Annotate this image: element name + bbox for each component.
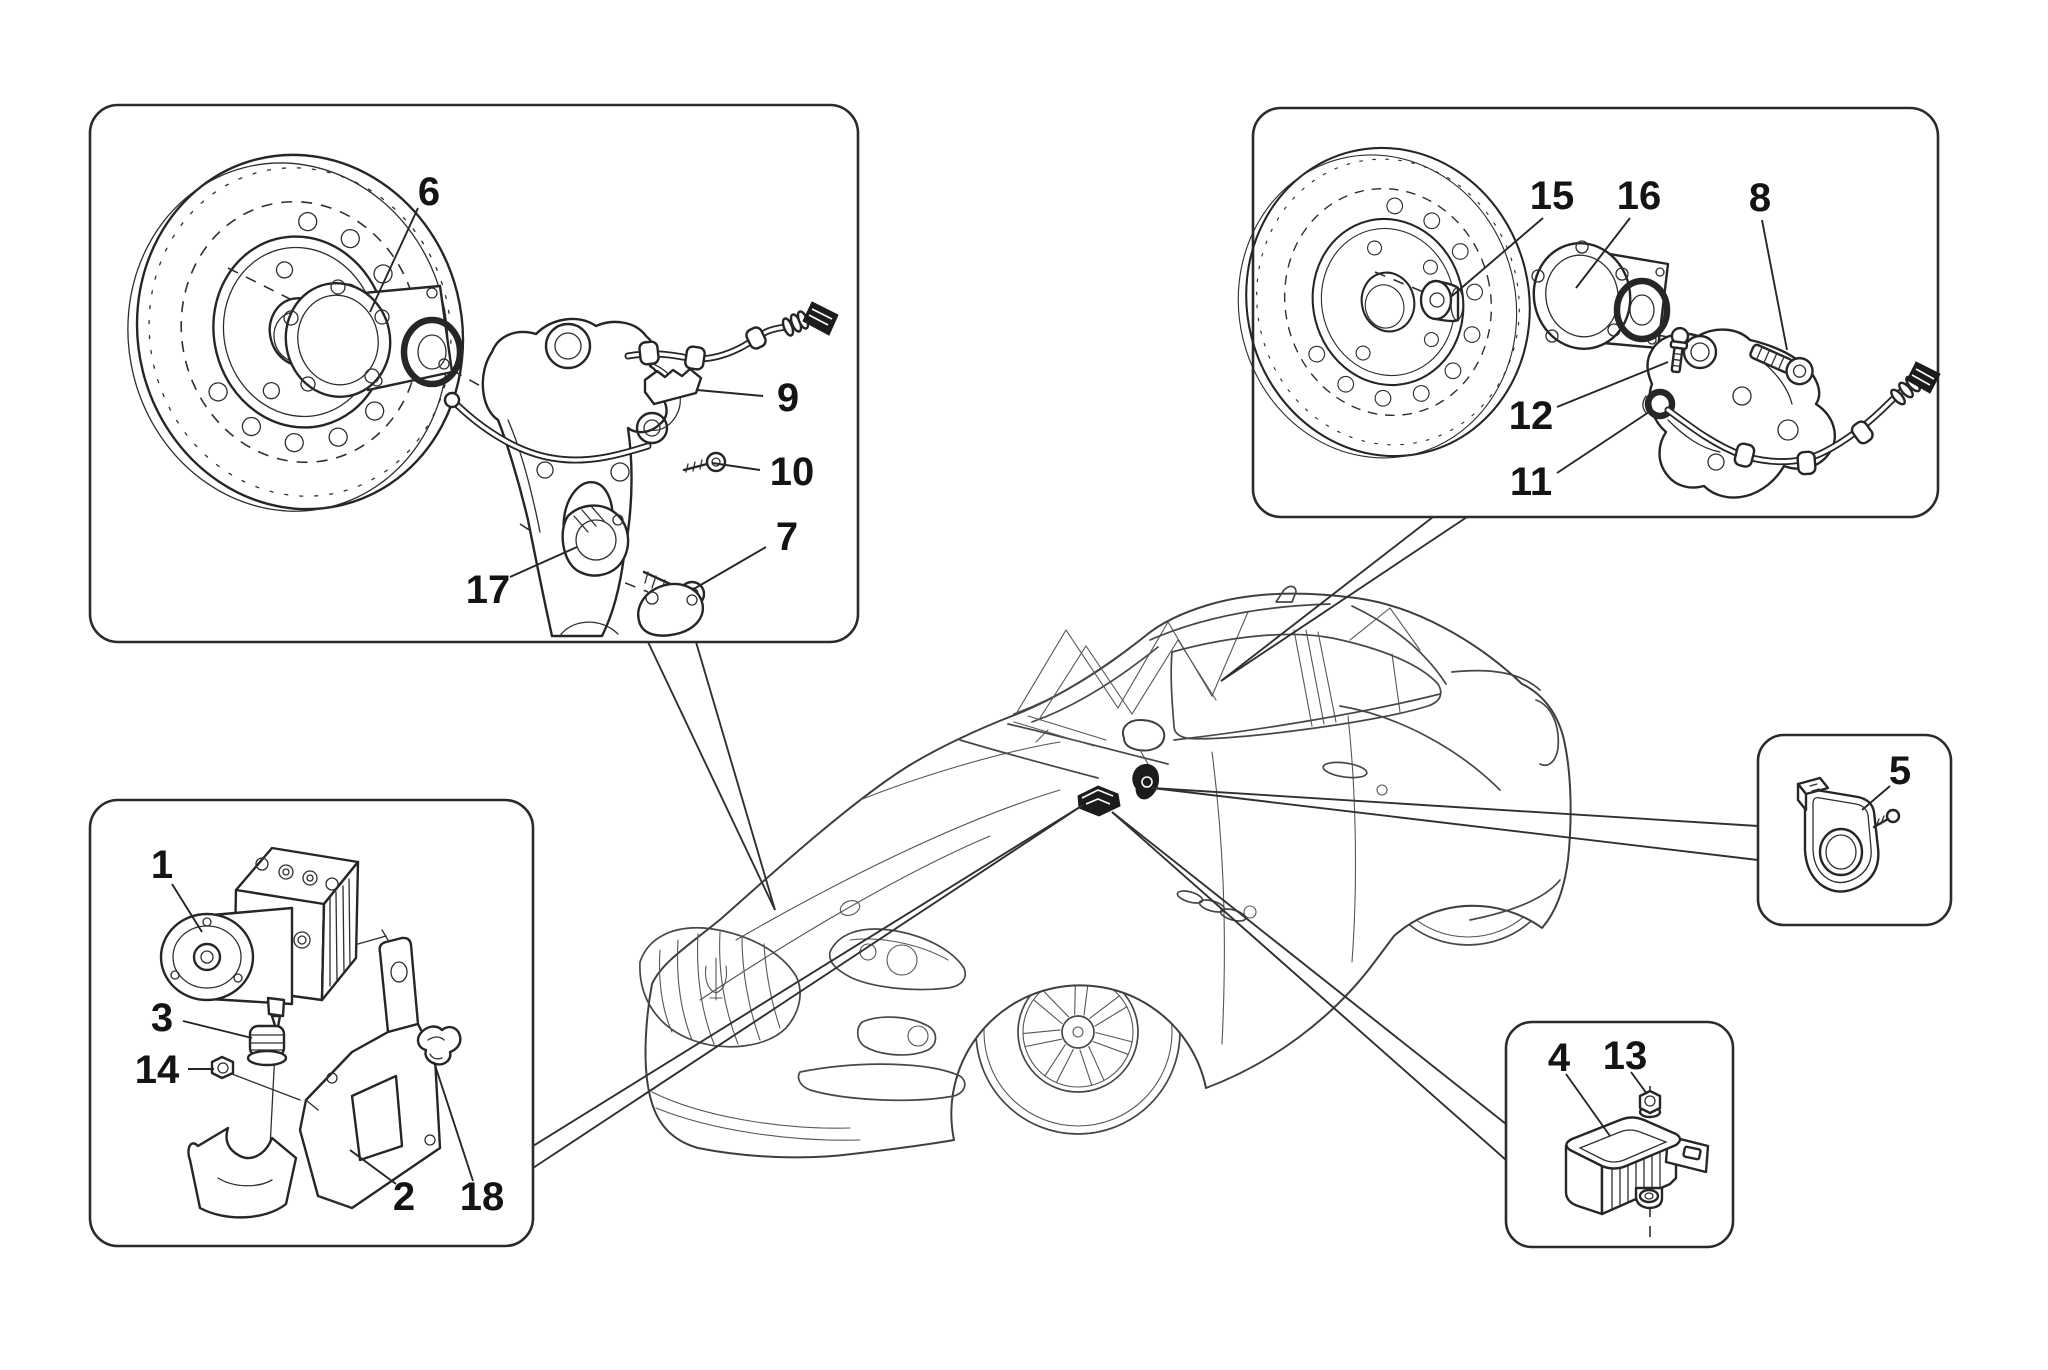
callout-16: 16 xyxy=(1617,174,1662,218)
callout-leader-7 xyxy=(691,546,767,591)
rear-wheel-assembly-parts xyxy=(1204,116,1941,499)
callout-leader-12 xyxy=(1556,361,1669,408)
callout-9: 9 xyxy=(777,376,799,420)
rear-hub-bearing xyxy=(1531,240,1671,350)
callout-leader-6 xyxy=(369,207,419,313)
callout-leader-16 xyxy=(1575,217,1631,289)
callout-17: 17 xyxy=(466,568,511,612)
screw-10 xyxy=(682,451,727,473)
callout-13: 13 xyxy=(1603,1034,1648,1078)
front-hub-bearing xyxy=(283,279,464,398)
callout-1: 1 xyxy=(151,843,173,887)
car-body xyxy=(644,592,1572,1159)
wedge-leaders xyxy=(532,516,1759,1169)
callout-leader-10 xyxy=(711,462,761,471)
nut-14 xyxy=(210,1055,301,1101)
leader-sensor-to-module-box xyxy=(1111,811,1507,1125)
callout-leader-9 xyxy=(696,389,764,397)
front-abs-sensor-cable xyxy=(624,301,839,371)
leader-front-box-to-car xyxy=(695,641,776,911)
callout-18: 18 xyxy=(460,1175,505,1219)
car-sensor-5-location xyxy=(1132,763,1159,800)
callout-5: 5 xyxy=(1889,749,1911,793)
cable-clip-18 xyxy=(416,1025,462,1066)
callout-2: 2 xyxy=(393,1175,415,1219)
gasket-plate xyxy=(561,504,705,637)
car-yaw-sensor xyxy=(1077,785,1121,817)
mounting-bracket-2 xyxy=(187,936,442,1219)
bolt-12 xyxy=(1669,326,1690,374)
acceleration-sensor-parts xyxy=(1796,776,1901,893)
leader-abs-box-to-car xyxy=(532,804,1084,1147)
leader-sensor-to-sensor5-box xyxy=(1151,787,1759,827)
callout-7: 7 xyxy=(776,515,798,559)
sensor-5 xyxy=(1796,776,1901,893)
callout-leader-18 xyxy=(433,1061,474,1182)
callout-leader-5 xyxy=(1861,785,1891,811)
front-wheel-assembly-parts xyxy=(88,118,839,638)
leader-front-box-to-car xyxy=(647,641,776,911)
rear-abs-sensor-cable xyxy=(1664,361,1941,476)
callout-8: 8 xyxy=(1749,176,1771,220)
nut-13 xyxy=(1638,1089,1662,1119)
callout-leader-2 xyxy=(349,1149,397,1185)
callout-leader-3 xyxy=(182,1020,253,1039)
callout-6: 6 xyxy=(418,170,440,214)
leader-rear-box-to-car xyxy=(1220,516,1468,682)
trident-logo xyxy=(704,957,728,1001)
control-module-parts xyxy=(1564,1086,1710,1238)
callout-leader-15 xyxy=(1451,217,1544,297)
callout-4: 4 xyxy=(1548,1036,1571,1080)
rubber-mount-3 xyxy=(246,1024,288,1067)
callout-leader-1 xyxy=(171,883,203,933)
callout-12: 12 xyxy=(1509,394,1554,438)
callout-leader-13 xyxy=(1630,1071,1648,1095)
callout-15: 15 xyxy=(1530,174,1575,218)
callout-10: 10 xyxy=(770,450,815,494)
callout-11: 11 xyxy=(1510,460,1552,504)
hub-nut-15 xyxy=(1419,279,1464,323)
leader-abs-box-to-car xyxy=(532,804,1084,1169)
callout-leader-17 xyxy=(509,546,578,578)
callout-3: 3 xyxy=(151,996,173,1040)
side-mirror xyxy=(1122,719,1166,752)
callout-leader-11 xyxy=(1556,409,1653,474)
grommet-11 xyxy=(1642,388,1676,420)
control-module-4 xyxy=(1564,1116,1710,1216)
abs-pump-unit xyxy=(159,846,389,1034)
bolt-8 xyxy=(1749,343,1814,386)
leader-sensor-to-module-box xyxy=(1111,811,1507,1161)
callout-leader-4 xyxy=(1565,1073,1611,1137)
callout-14: 14 xyxy=(135,1048,180,1092)
car-illustration xyxy=(639,585,1572,1159)
leader-sensor-to-sensor5-box xyxy=(1151,787,1759,861)
sensor-bracket xyxy=(643,367,703,406)
callout-leader-8 xyxy=(1761,219,1788,351)
abs-hydraulic-unit-parts xyxy=(159,846,462,1219)
leader-rear-box-to-car xyxy=(1220,516,1434,682)
